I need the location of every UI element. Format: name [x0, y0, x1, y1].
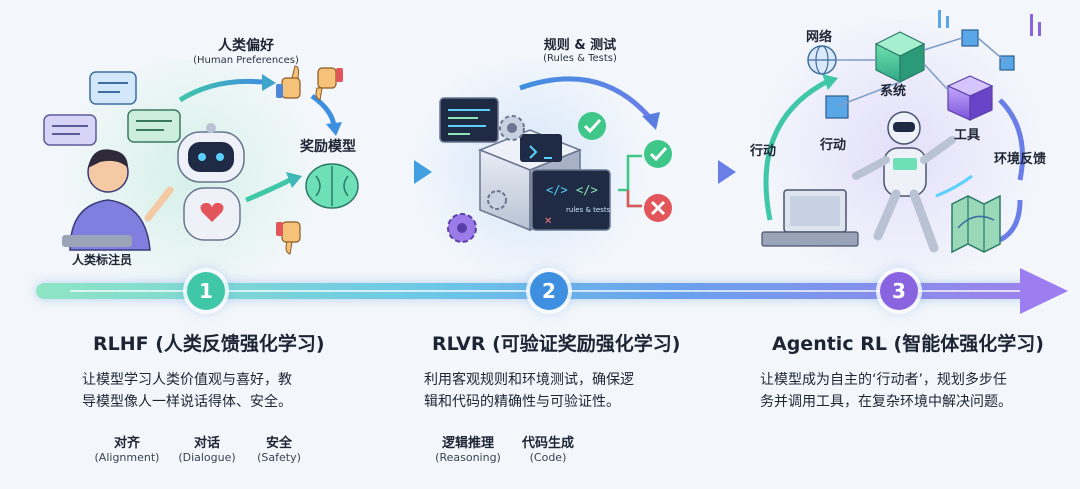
- label-rules-tests: 规则 & 测试 (Rules & Tests): [520, 34, 640, 64]
- svg-text:✕: ✕: [544, 216, 552, 227]
- stage-3-title: Agentic RL (智能体强化学习): [772, 333, 1044, 355]
- label-env-feedback: 环境反馈: [994, 152, 1047, 167]
- chat-bubble-purple: [43, 114, 97, 146]
- stage-1-desc-line-2: 导模型像人一样说话得体、安全。: [82, 394, 292, 410]
- tag-zh: 对话: [193, 436, 220, 451]
- agent-cycle-ring: [763, 77, 832, 221]
- tag-reasoning: 逻辑推理 (Reasoning): [428, 432, 508, 464]
- arrow-to-reward-model: [245, 177, 292, 203]
- data-bars-icon: [938, 10, 1041, 36]
- label-human-preferences: 人类偏好 (Human Preferences): [176, 35, 316, 66]
- stage-2-title: RLVR (可验证奖励强化学习): [432, 333, 681, 355]
- arrowhead-preferences: [262, 74, 276, 91]
- gear-icon-small: [487, 190, 507, 210]
- tag-en: (Alignment): [94, 451, 160, 464]
- chat-bubble-blue: [89, 71, 137, 105]
- tag-zh: 代码生成: [521, 436, 574, 451]
- label-reward-model: 奖励模型: [300, 139, 356, 155]
- stage-2-desc: 利用客观规则和环境测试，确保逻 辑和代码的精确性与可验证性。: [424, 369, 634, 413]
- rules-en: (Rules & Tests): [543, 53, 617, 64]
- tag-safety: 安全 (Safety): [244, 432, 314, 464]
- stage-1-marker: 1: [187, 272, 225, 310]
- test-pass-icon: [644, 140, 672, 168]
- code-window-right: </> </> rules & tests ✕: [531, 169, 611, 231]
- rules-zh: 规则 & 测试: [543, 38, 617, 53]
- motion-arrow: [935, 174, 973, 198]
- globe-icon: [807, 45, 837, 75]
- label-tools: 工具: [954, 128, 981, 143]
- code-window-left: [439, 97, 499, 143]
- brain-icon: [305, 163, 359, 209]
- svg-text:</>: </>: [576, 183, 598, 197]
- tag-en: (Reasoning): [435, 451, 501, 464]
- pref-en: (Human Preferences): [193, 55, 299, 66]
- tag-en: (Dialogue): [178, 451, 236, 464]
- tag-en: (Code): [529, 451, 567, 464]
- arrowhead-reward-model: [286, 172, 302, 188]
- arrow-to-preferences: [178, 78, 263, 103]
- map-icon: [951, 194, 1001, 254]
- tag-code: 代码生成 (Code): [508, 432, 588, 464]
- tag-zh: 对齐: [113, 436, 140, 451]
- stage-3-desc-line-1: 让模型成为自主的‘行动者’，规划多步任: [760, 372, 1007, 388]
- gear-icon-purple: [447, 213, 477, 243]
- stage-3-desc-line-2: 务并调用工具，在复杂环境中解决问题。: [760, 394, 1012, 410]
- thumbs-down-icon-2: [276, 221, 301, 255]
- chat-bubble-green: [127, 109, 181, 143]
- test-fail-icon: [644, 194, 672, 222]
- arrow-rules-curve: [519, 76, 652, 120]
- svg-text:</>: </>: [546, 183, 568, 197]
- pref-zh: 人类偏好: [218, 38, 274, 54]
- stage-1-title: RLHF (人类反馈强化学习): [93, 333, 325, 355]
- thumbs-down-icon: [315, 67, 343, 101]
- network-cube-purple: [946, 75, 994, 121]
- gear-icon: [499, 115, 525, 141]
- network-cube-blue: [825, 29, 1015, 119]
- timeline-arrowhead: [1020, 268, 1068, 314]
- stage-1-desc-line-1: 让模型学习人类价值观与喜好，教: [82, 372, 292, 388]
- label-action-outer: 行动: [750, 144, 777, 159]
- tag-en: (Safety): [257, 451, 301, 464]
- illustration-layer: </> </> rules & tests ✕: [43, 10, 1041, 255]
- label-annotator: 人类标注员: [72, 253, 133, 267]
- tag-alignment: 对齐 (Alignment): [92, 432, 162, 464]
- agent-robot: [852, 111, 956, 253]
- label-action-inner: 行动: [820, 138, 847, 153]
- stage-2-desc-line-1: 利用客观规则和环境测试，确保逻: [424, 372, 634, 388]
- network-links: [836, 37, 1007, 107]
- stage-2-desc-line-2: 辑和代码的精确性与可验证性。: [424, 394, 620, 410]
- computer-monitor: [761, 189, 859, 247]
- stage-2-marker: 2: [530, 272, 568, 310]
- check-circle-icon: [578, 112, 606, 140]
- stage-1-desc: 让模型学习人类价值观与喜好，教 导模型像人一样说话得体、安全。: [82, 369, 292, 413]
- stage-3-desc: 让模型成为自主的‘行动者’，规划多步任 务并调用工具，在复杂环境中解决问题。: [760, 369, 1012, 413]
- robot-assistant: [177, 123, 245, 241]
- arrowhead-pref-to-reward: [326, 122, 342, 136]
- arrow-pref-to-reward: [310, 93, 337, 127]
- screen-text: rules & tests: [566, 206, 611, 214]
- label-network: 网络: [806, 30, 833, 45]
- stage-3-marker: 3: [880, 272, 918, 310]
- thumbs-up-icon: [276, 65, 301, 99]
- tag-zh: 安全: [265, 436, 292, 451]
- tag-dialogue: 对话 (Dialogue): [172, 432, 242, 464]
- network-cube-green: [874, 31, 926, 83]
- annotator-person: [62, 149, 174, 251]
- label-system: 系统: [880, 84, 907, 99]
- branch-connector: [618, 154, 642, 208]
- tag-zh: 逻辑推理: [441, 436, 494, 451]
